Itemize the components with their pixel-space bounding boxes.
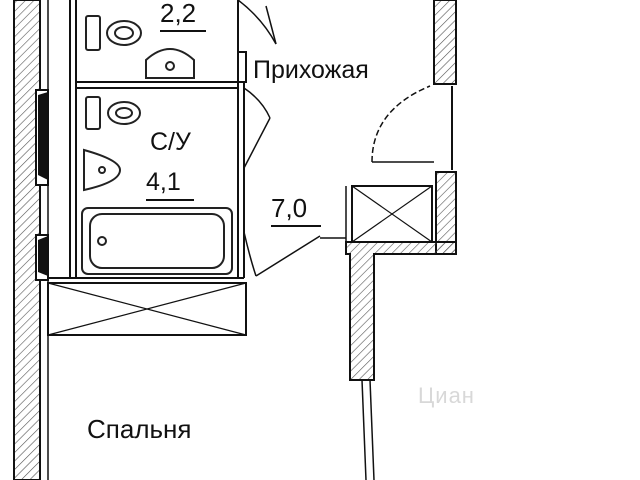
door-bath-2 (243, 231, 257, 277)
window-lower-frame (38, 236, 48, 276)
wardrobe-x-2 (47, 282, 247, 336)
wall-bedroom-right-2 (369, 379, 375, 480)
door-bath (243, 87, 271, 119)
sink-wc-icon (145, 48, 195, 79)
door-bath-2-leaf (255, 235, 321, 277)
door-bath-leaf (243, 117, 271, 169)
toilet-wc-icon (85, 15, 142, 51)
hallway-area-underline (271, 225, 321, 227)
wc-area-label: 2,2 (160, 0, 197, 28)
stub-wall-top (237, 51, 247, 83)
bathtub-icon (81, 207, 233, 275)
watermark-logo: Циан (418, 383, 475, 408)
bathroom-area-label: 4,1 (146, 168, 181, 196)
bathroom-name-label: С/У (150, 128, 191, 156)
entrance-door-swing (371, 85, 431, 163)
bedroom-name-label: Спальня (87, 414, 192, 444)
wall-bedroom-right (361, 379, 367, 480)
toilet-bath-icon (85, 96, 141, 130)
door-wc (237, 0, 277, 45)
hallway-name-label: Прихожая (253, 56, 369, 84)
sink-bath-icon (83, 148, 122, 192)
hallway-area-label: 7,0 (271, 193, 308, 223)
door-wc-leaf (265, 5, 277, 45)
bathroom-area-underline (146, 199, 194, 201)
wall-shaft-bottom (345, 241, 457, 381)
vent-x-2 (351, 185, 433, 243)
wc-area-underline (160, 30, 206, 32)
window-upper-frame (38, 92, 48, 180)
wall-right-top (433, 0, 457, 85)
